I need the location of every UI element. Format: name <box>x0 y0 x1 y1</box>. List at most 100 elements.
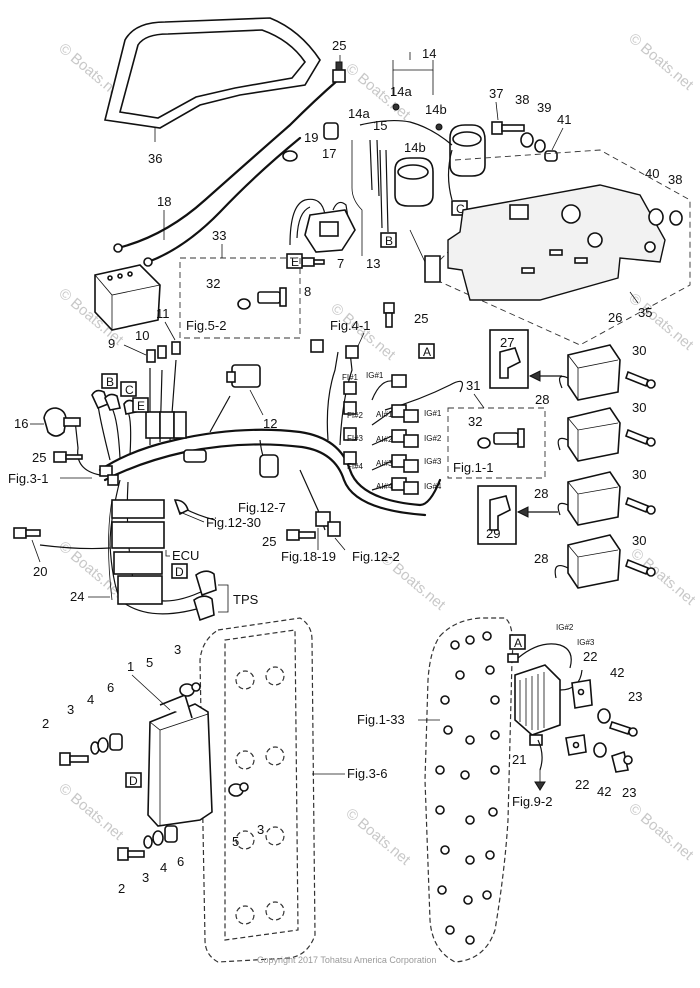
box-label-a: A <box>509 634 526 650</box>
figref-12-30: Fig.12-30 <box>206 515 261 530</box>
box-label-c: C <box>120 381 137 397</box>
watermark: © Boats.net <box>627 545 699 609</box>
box-label-b: B <box>380 232 397 248</box>
label-ig1: IG#1 <box>424 409 442 418</box>
part-37-bolt <box>491 121 525 135</box>
ecu-harness-box <box>108 499 170 605</box>
part-19-nut <box>282 150 298 162</box>
callout-25: 25 <box>32 450 46 465</box>
label-ig2: IG#2 <box>424 434 442 443</box>
watermark: © Boats.net <box>342 805 414 869</box>
part-32-sensor-b <box>477 428 525 449</box>
callout-29: 29 <box>486 526 500 541</box>
part-36-cover <box>104 17 321 142</box>
part-25-screw-mid <box>286 529 316 541</box>
label-ai1: AI#1 <box>376 410 393 419</box>
callout-22: 22 <box>583 649 597 664</box>
svg-text:A: A <box>514 636 522 650</box>
callout-28: 28 <box>535 392 549 407</box>
part-18-ground-cable <box>113 78 340 267</box>
figref-3-6: Fig.3-6 <box>347 766 387 781</box>
callout-5: 5 <box>146 655 153 670</box>
battery <box>94 264 161 331</box>
figref-1-33: Fig.1-33 <box>357 712 405 727</box>
callout-40: 40 <box>645 166 659 181</box>
label-tps: TPS <box>233 592 259 607</box>
callout-31: 31 <box>466 378 480 393</box>
svg-text:C: C <box>125 383 134 397</box>
label-fi1: FI#1 <box>342 373 359 382</box>
callout-42: 42 <box>610 665 624 680</box>
label-fi2: FI#2 <box>347 411 364 420</box>
callout-20: 20 <box>33 564 47 579</box>
box-label-b: B <box>101 373 118 389</box>
callout-32: 32 <box>468 414 482 429</box>
figref-4-1: Fig.4-1 <box>330 318 370 333</box>
box-label-d: D <box>171 563 188 579</box>
part-30-screws <box>625 370 656 577</box>
svg-text:B: B <box>385 234 393 248</box>
label-ai3: AI#3 <box>376 459 393 468</box>
part-25-screw-top <box>332 61 346 83</box>
callout-8: 8 <box>304 284 311 299</box>
box-label-e: E <box>132 397 149 413</box>
label-ecu: ECU <box>172 548 199 563</box>
label-ai2: AI#2 <box>376 435 393 444</box>
engine-block-fig-3-6 <box>199 617 316 963</box>
watermark: © Boats.net <box>625 800 697 864</box>
callout-11: 11 <box>156 306 170 321</box>
callout-3: 3 <box>257 822 264 837</box>
callout-27: 27 <box>500 335 514 350</box>
callout-19: 19 <box>304 130 318 145</box>
figref-12-2: Fig.12-2 <box>352 549 400 564</box>
label-fi3: FI#3 <box>347 434 364 443</box>
callout-7: 7 <box>337 256 344 271</box>
box-label-d: D <box>125 772 142 788</box>
callout-13: 13 <box>366 256 380 271</box>
callout-42: 42 <box>597 784 611 799</box>
cylinder-head-fig-1-33 <box>424 617 514 963</box>
callout-4: 4 <box>160 860 167 875</box>
label-reg-ig2: IG#2 <box>556 623 574 632</box>
part-27-cap-box <box>489 329 562 389</box>
part-32-sensor <box>237 287 287 310</box>
figref-18-19: Fig.18-19 <box>281 549 336 564</box>
callout-23: 23 <box>628 689 642 704</box>
callout-6: 6 <box>107 680 114 695</box>
callout-30: 30 <box>632 400 646 415</box>
part-42-washers <box>593 708 611 758</box>
callout-9: 9 <box>108 336 115 351</box>
figref-5-2: Fig.5-2 <box>186 318 226 333</box>
watermark: © Boats.net <box>55 780 127 844</box>
callout-14: 14 <box>422 46 436 61</box>
callout-30: 30 <box>632 343 646 358</box>
callout-39: 39 <box>537 100 551 115</box>
callout-21: 21 <box>512 752 526 767</box>
callout-12: 12 <box>263 416 277 431</box>
callout-10: 10 <box>135 328 149 343</box>
part-22-brackets <box>565 679 593 756</box>
part-23-screws <box>608 720 638 773</box>
callout-6: 6 <box>177 854 184 869</box>
figref-12-7: Fig.12-7 <box>238 500 286 515</box>
figref-1-1: Fig.1-1 <box>453 460 493 475</box>
part-40-grommet <box>648 208 664 226</box>
part-39-washer <box>534 139 546 153</box>
callout-28: 28 <box>534 486 548 501</box>
svg-text:D: D <box>175 565 184 579</box>
label-reg-ig3: IG#3 <box>577 638 595 647</box>
callout-14a: 14a <box>348 106 370 121</box>
svg-text:D: D <box>129 774 138 788</box>
svg-text:A: A <box>423 345 431 359</box>
box-label-e: E <box>286 253 303 269</box>
watermark: © Boats.net <box>625 30 697 94</box>
callout-1: 1 <box>127 659 134 674</box>
svg-text:B: B <box>106 375 114 389</box>
callout-25: 25 <box>262 534 276 549</box>
label-ig3: IG#3 <box>424 457 442 466</box>
tps-connectors <box>193 570 229 622</box>
figref-9-2: Fig.9-2 <box>512 794 552 809</box>
label-fi4: FI#4 <box>347 462 364 471</box>
fuse-blocks <box>146 341 181 363</box>
